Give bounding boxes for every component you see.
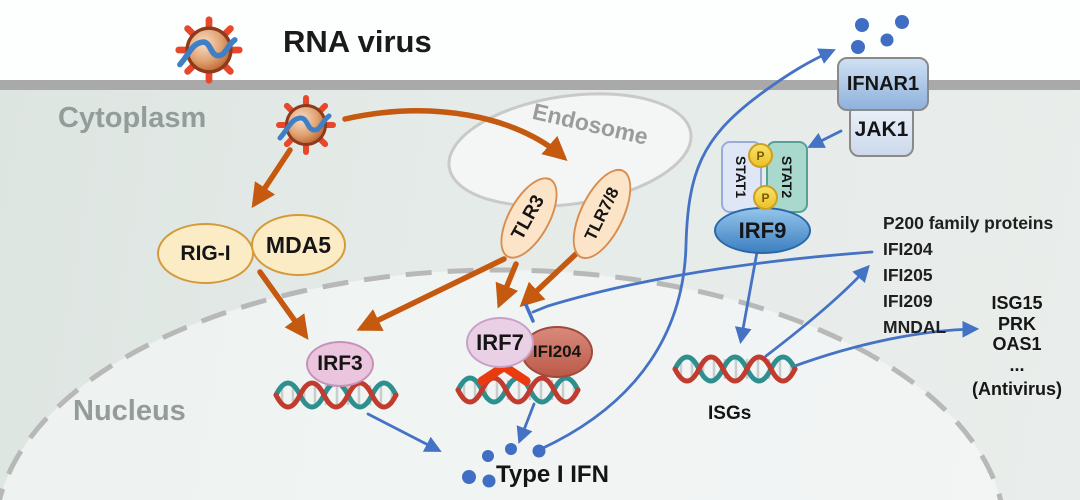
type-i-ifn-label: Type I IFN	[496, 461, 609, 488]
inhibition-ifi204-to-irf7	[531, 250, 874, 314]
arrow-jak1-to-stat	[807, 129, 843, 148]
cell-membrane	[0, 80, 1080, 90]
nucleus-label: Nucleus	[73, 395, 186, 427]
p200-list-item: IFI204	[883, 239, 933, 259]
arrow-tlr3-to-irf3	[356, 256, 507, 331]
phosphate-badge: P	[748, 143, 773, 168]
arrow-tlr3-to-irf7	[495, 261, 519, 309]
p200-list-item: IFI209	[883, 291, 933, 311]
stat2-label: STAT2	[779, 155, 796, 199]
arrow-mda5-to-irf3	[257, 269, 309, 340]
ifi204-label: IFI204	[532, 342, 582, 361]
ifnar1-receptor: IFNAR1	[837, 57, 929, 111]
p200-list-header: P200 family proteins	[883, 213, 1054, 233]
arrow-tlr78-to-irf7	[519, 250, 580, 308]
rna-virus-icon	[179, 20, 239, 80]
p200-list-item: MNDAL	[883, 317, 947, 337]
isg-product-list: ISG15 PRK OAS1 ... (Antivirus)	[962, 293, 1072, 400]
activation-arrows	[251, 108, 580, 340]
signal-arrows	[366, 48, 980, 452]
irf3-factor: IRF3	[306, 341, 374, 387]
phosphate-badge: P	[753, 185, 778, 210]
secreted-ifn-dots	[851, 15, 909, 54]
phosphate-label: P	[756, 148, 765, 163]
jak1-kinase: JAK1	[849, 103, 914, 157]
ifnar1-label: IFNAR1	[846, 72, 920, 95]
irf7-factor: IRF7	[466, 317, 534, 368]
arrow-ifn-to-ifnar1	[539, 48, 836, 451]
irf9-label: IRF9	[738, 217, 787, 243]
arrow-virus-to-rigi	[251, 147, 293, 209]
rig-i-sensor: RIG-I	[157, 223, 254, 284]
arrow-irf7-dna-to-ifn	[516, 402, 536, 444]
p200-list-item: IFI205	[883, 265, 933, 285]
cytoplasm-label: Cytoplasm	[58, 102, 207, 134]
arrow-virus-to-endosome	[342, 108, 568, 161]
ifn-molecule-dots	[462, 443, 546, 488]
isg-list-item: ...	[1009, 354, 1025, 375]
antivirus-note: (Antivirus)	[972, 379, 1062, 399]
isg-list-item: PRK	[997, 313, 1036, 334]
inhibition-t-bar	[524, 303, 535, 323]
endosome-vesicle	[447, 92, 693, 208]
isgs-label: ISGs	[708, 403, 752, 424]
arrow-isgs-to-isg15	[790, 320, 980, 369]
stat1-label: STAT1	[733, 155, 750, 199]
irf7-label: IRF7	[476, 329, 524, 355]
irf9-factor: IRF9	[714, 207, 811, 254]
irf3-label: IRF3	[317, 352, 363, 375]
rig-i-label: RIG-I	[180, 241, 231, 265]
rna-virus-title: RNA virus	[283, 24, 432, 59]
arrow-irf9-to-isgs	[734, 250, 759, 345]
cytoplasmic-virus-icon	[279, 98, 333, 152]
arrow-irf3-dna-to-ifn	[366, 412, 442, 452]
mda5-label: MDA5	[265, 231, 332, 258]
p200-family-list: P200 family proteins IFI204 IFI205 IFI20…	[883, 210, 1053, 340]
phosphate-label: P	[761, 190, 770, 205]
arrow-isgs-to-p200	[764, 264, 870, 358]
jak1-label: JAK1	[854, 118, 909, 141]
isg-list-item: OAS1	[992, 334, 1042, 354]
mda5-sensor: MDA5	[251, 214, 346, 276]
isg-list-item: ISG15	[991, 293, 1043, 313]
